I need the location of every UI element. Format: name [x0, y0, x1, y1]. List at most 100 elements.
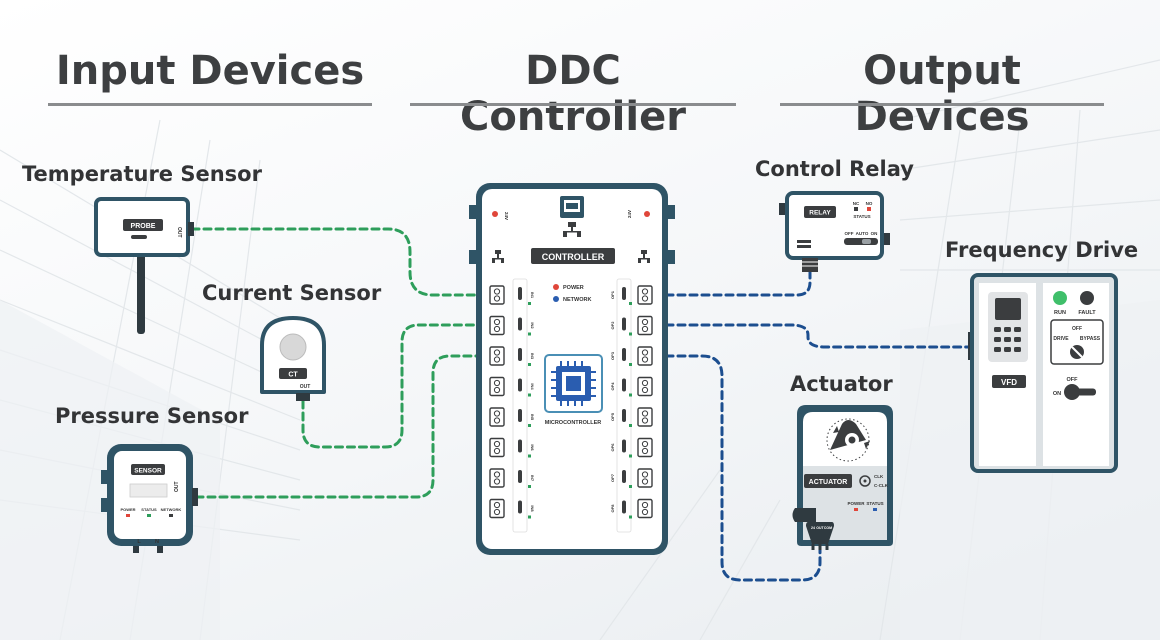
- terminal-screw: [641, 379, 649, 387]
- input-switch-6: [518, 439, 522, 453]
- input-channel-label-4: IN4: [530, 383, 535, 390]
- terminal-screw: [641, 318, 649, 326]
- output-terminal-4: [637, 376, 653, 397]
- wire-op2-to-vfd: [652, 323, 974, 349]
- terminal-screw: [493, 379, 501, 387]
- terminal-screw: [641, 471, 649, 478]
- output-status-led-6: [629, 454, 632, 458]
- terminal-screw: [493, 471, 501, 478]
- terminal-screw: [641, 410, 649, 417]
- actuator-clk-label: CLK: [874, 474, 884, 479]
- relay-switch-auto: AUTO: [856, 231, 869, 236]
- actuator-power-label: POWER: [847, 501, 865, 506]
- input-status-led-7: [528, 485, 531, 488]
- pressure-status-label: STATUS: [141, 507, 157, 512]
- legend-network-dot: [553, 296, 559, 302]
- output-channel-label-5: OP5: [610, 412, 615, 421]
- input-status-led-5: [528, 424, 531, 427]
- probe-label: PROBE: [131, 223, 156, 230]
- pressure-terminal-n: N: [155, 539, 159, 545]
- output-switch-7: [622, 470, 626, 483]
- input-status-led-2: [528, 332, 531, 336]
- output-switch-2: [622, 317, 626, 331]
- terminal-screw: [493, 356, 501, 363]
- input-switch-5: [518, 409, 522, 422]
- frequency-drive: VFD RUN FAULT OFF DRIVE BYPASS OFF ON: [968, 273, 1118, 473]
- input-channel-label-3: IN3: [530, 353, 535, 360]
- output-terminal-8: [637, 498, 653, 519]
- input-channel-label-6: IN6: [530, 444, 535, 451]
- pressure-sensor-label: SENSOR: [134, 468, 162, 475]
- vfd-label: VFD: [1001, 378, 1017, 387]
- output-terminal-7: [637, 468, 653, 488]
- temperature-sensor: PROBE OUT: [94, 197, 194, 334]
- relay-no-label: NO: [866, 201, 873, 206]
- wire-current-to-in2: [301, 323, 492, 449]
- output-terminal-2: [637, 315, 653, 336]
- output-status-led-8: [629, 515, 632, 519]
- vfd-run-label: RUN: [1054, 310, 1066, 316]
- relay-no-led: [867, 207, 871, 211]
- vfd-selector-off: OFF: [1072, 326, 1082, 332]
- wire-op3-to-actuator: [652, 354, 822, 582]
- relay-switch-off: OFF: [845, 231, 854, 236]
- input-terminal-7: [489, 468, 505, 488]
- input-status-led-3: [528, 363, 531, 366]
- ethernet-port-icon: [560, 196, 584, 237]
- pressure-display: [129, 483, 168, 498]
- input-switch-2: [518, 317, 522, 331]
- input-switch-7: [518, 470, 522, 483]
- output-status-led-1: [629, 302, 632, 305]
- vfd-disconnect-off: OFF: [1067, 377, 1079, 383]
- vfd-disconnect-on: ON: [1053, 391, 1061, 397]
- vfd-fault-label: FAULT: [1078, 310, 1096, 316]
- input-status-led-6: [528, 454, 531, 458]
- terminal-screw: [493, 417, 501, 424]
- terminal-screw: [641, 325, 649, 333]
- terminal-screw: [641, 386, 649, 394]
- output-terminal-6: [637, 437, 653, 458]
- pressure-power-led: [126, 514, 130, 517]
- input-terminal-3: [489, 346, 505, 366]
- output-channel-label-6: OP6: [610, 443, 615, 452]
- pressure-power-label: POWER: [120, 507, 135, 512]
- output-terminal-5: [637, 407, 653, 427]
- output-status-led-4: [629, 393, 632, 397]
- header-underline: [780, 103, 1104, 106]
- relay-status-label: STATUS: [853, 214, 870, 219]
- actuator-dial-icon: [826, 418, 870, 462]
- legend-network-label: NETWORK: [563, 297, 591, 303]
- ddc-24v-left: 24V: [504, 212, 509, 220]
- temperature-sensor-title: Temperature Sensor: [22, 162, 262, 186]
- output-terminal-1: [637, 285, 653, 305]
- ct-aperture: [279, 333, 307, 361]
- actuator-cclk-label: C-CLK: [874, 483, 889, 488]
- pressure-out-label: OUT: [174, 481, 180, 492]
- header-output-devices: Output Devices: [854, 48, 1030, 140]
- input-switch-8: [518, 500, 522, 514]
- terminal-screw: [493, 501, 501, 509]
- terminal-screw: [641, 440, 649, 448]
- vfd-run-lamp: [1053, 291, 1067, 305]
- microcontroller-chip-icon: [544, 354, 603, 413]
- output-status-led-5: [629, 424, 632, 427]
- output-switch-4: [622, 378, 626, 392]
- terminal-screw: [641, 501, 649, 509]
- terminal-screw: [641, 356, 649, 363]
- terminal-screw: [493, 478, 501, 485]
- output-terminal-3: [637, 346, 653, 366]
- probe-label-box: [123, 219, 163, 231]
- input-status-led-1: [528, 302, 531, 305]
- input-terminal-6: [489, 437, 505, 458]
- input-channel-label-1: IN1: [530, 292, 535, 299]
- actuator-status-led: [873, 508, 877, 511]
- relay-switch-on: ON: [871, 231, 878, 236]
- input-terminal-5: [489, 407, 505, 427]
- input-channel-label-2: IN2: [530, 322, 535, 329]
- input-channel-label-8: IN8: [530, 505, 535, 512]
- output-status-led-3: [629, 363, 632, 366]
- terminal-screw: [641, 447, 649, 455]
- header-underline: [410, 103, 736, 106]
- terminal-screw: [493, 508, 501, 516]
- terminal-screw: [493, 288, 501, 295]
